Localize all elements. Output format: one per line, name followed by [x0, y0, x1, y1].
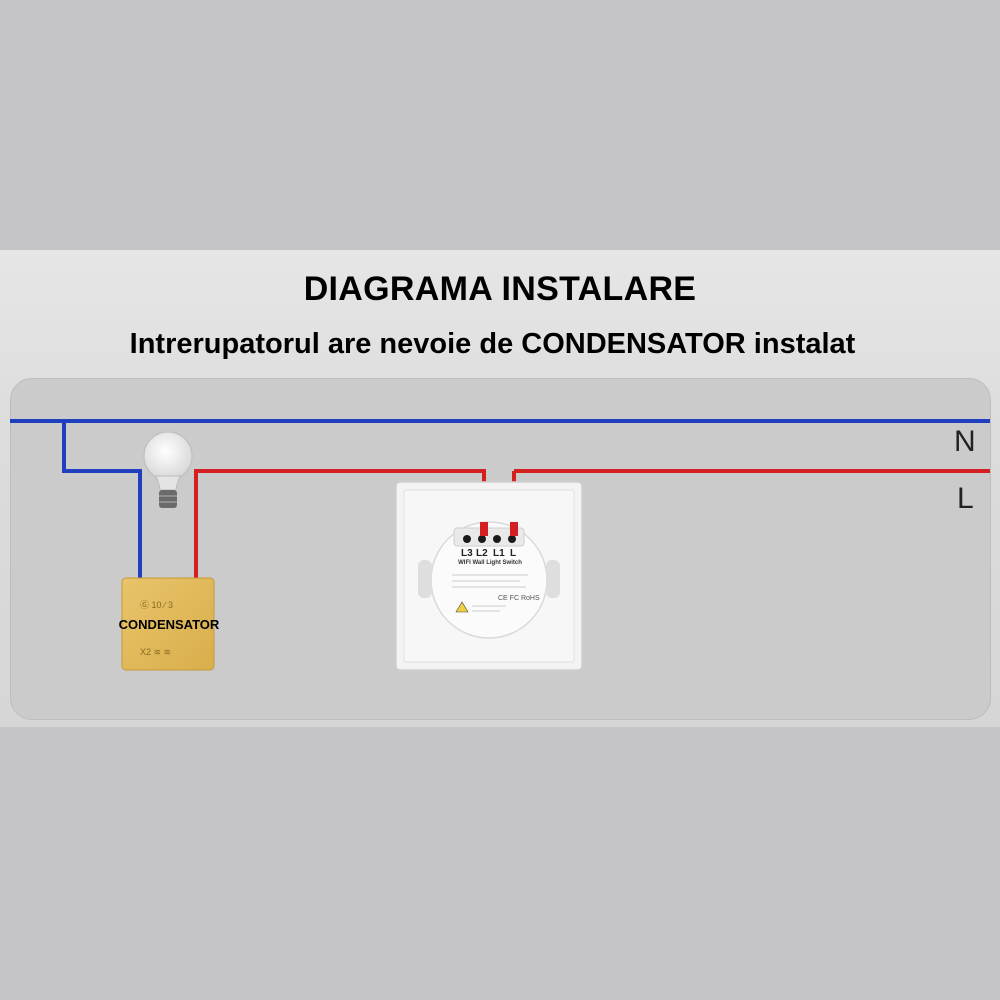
neutral-wire — [10, 419, 990, 580]
page-subtitle: Intrerupatorul are nevoie de CONDENSATOR… — [129, 328, 856, 360]
light-bulb-icon — [143, 431, 193, 508]
live-label: L — [957, 482, 974, 515]
neutral-label: N — [954, 425, 976, 458]
terminal-label: L — [510, 548, 517, 559]
switch-device-title: WIFI Wall Light Switch — [458, 560, 522, 566]
capacitor-block: Ⓖ 10 ∕ 3 X2 ≋ ≋ — [121, 577, 215, 671]
capacitor-label: CONDENSATOR — [118, 617, 220, 632]
terminal-label: L3 — [461, 548, 473, 559]
terminal-label: L1 — [493, 548, 505, 559]
svg-text:CE FC RoHS: CE FC RoHS — [498, 595, 540, 602]
live-wire — [194, 469, 990, 580]
wall-switch: CE FC RoHS — [395, 481, 583, 671]
svg-text:Ⓖ 10 ∕ 3: Ⓖ 10 ∕ 3 — [140, 600, 173, 610]
terminal-label: L2 — [476, 548, 488, 559]
svg-text:X2 ≋ ≋: X2 ≋ ≋ — [140, 647, 171, 657]
page-title: DIAGRAMA INSTALARE — [303, 270, 697, 308]
